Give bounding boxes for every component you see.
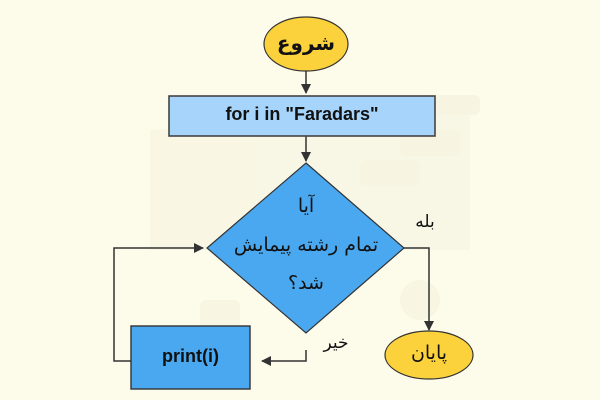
print-node-shape <box>130 325 251 390</box>
decision-line-1: آیا <box>297 195 315 217</box>
decision-line-3: شد؟ <box>288 272 324 294</box>
edge-yes-label: بله <box>415 212 435 232</box>
edge-no-label: خیر <box>323 333 349 353</box>
loop-node-shape <box>168 95 436 137</box>
start-node-shape <box>263 16 349 72</box>
end-node-label: پایان <box>410 342 448 364</box>
print-node-label: print(i) <box>162 346 219 366</box>
end-node-shape <box>384 330 474 380</box>
edge-decision-yes-to-end <box>404 247 434 331</box>
decision-node-shape <box>206 162 405 334</box>
decision-line-2: تمام رشته پیمایش <box>233 234 379 256</box>
edge-decision-no-to-print <box>261 350 307 366</box>
edge-print-loop-back <box>113 243 204 362</box>
loop-node-label: for i in "Faradars" <box>225 104 379 124</box>
start-node-label: شروع <box>276 31 336 55</box>
